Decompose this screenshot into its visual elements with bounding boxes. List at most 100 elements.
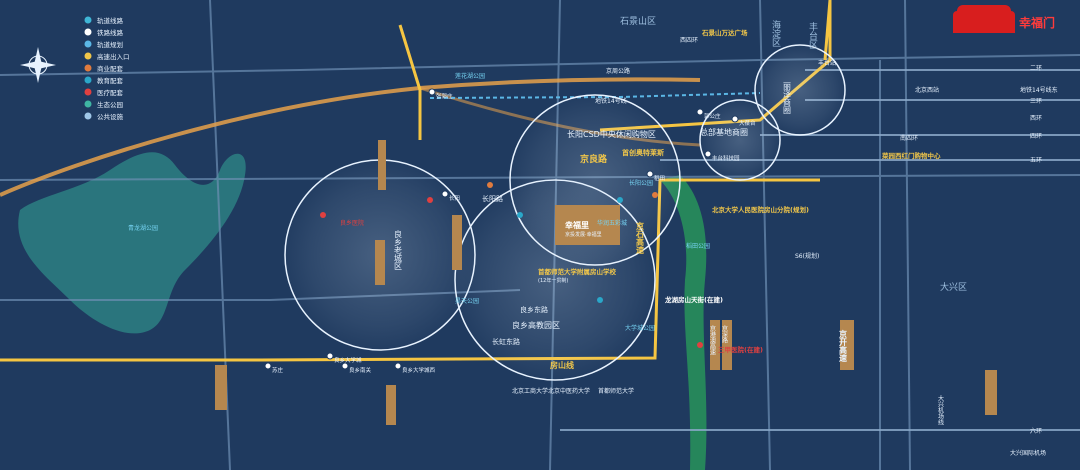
labels-layer: 石景山区海淀区丰台区大兴区长阳CSD中央休闲购物区总部基地商圈良乡老城区良乡高教… [128,16,1058,457]
compass-icon [20,47,56,83]
zone-higher-edu: 良乡高教园区 [512,320,560,330]
poi-daxing-airport: 大兴国际机场 [1010,449,1046,457]
poi-cnu: 首都师范大学 [598,387,634,395]
station-icon [646,170,654,178]
road-ring5: 五环 [1030,157,1042,164]
legend-swatch-icon [84,88,92,96]
poi-btbu: 北京工商大学 [512,387,548,395]
road-ring6: 六环 [1030,427,1042,435]
poi-project-xingfuli: 幸福里 [565,220,589,230]
poi-grade-a-hospital: 三甲医院(在建) [718,345,763,354]
legend-swatch-icon [84,112,92,120]
road-jinggangao: 京港澳高速 [709,324,716,356]
legend-label: 商业配套 [97,64,124,73]
district-fengtai: 丰台区 [807,21,818,49]
poi-shopping-center: 菜园西红门购物中心 [881,151,941,160]
poi-changyang-park: 长阳公园 [629,179,653,187]
poi-marker-icon [617,197,623,203]
poi-fengtai-station: 丰台站 [818,59,836,67]
road-jingzhou: 京周公路 [606,67,630,75]
zone-lize: 丽泽商圈 [783,82,792,114]
district-haidian: 海淀区 [770,19,781,47]
road-fangshan-line: 房山线 [550,360,574,370]
road-jingshen: 京深路 [721,324,728,344]
green-corridor [660,175,707,470]
road-south4: 南四环 [900,134,918,142]
legend-label: 医疗配套 [97,88,124,97]
station-label: 张郭庄 [436,92,453,100]
road-ring4: 四环 [1030,133,1042,140]
legend-label: 轨道规划 [97,40,123,49]
road-west4: 西四环 [680,37,698,44]
legend-label: 生态公园 [97,100,123,109]
station-label: 苏庄 [272,366,284,374]
poi-daotian-park: 稻田公园 [686,242,710,250]
station-icon [341,362,349,370]
road-liangxiang-east: 良乡东路 [520,305,548,314]
rail-line [0,77,701,197]
station-icon [264,362,272,370]
poi-lianhua-lake: 莲花湖公园 [455,72,485,80]
station-icon [326,352,334,360]
poi-marker-icon [697,342,703,348]
road-s6: S6(规划) [795,252,819,260]
station-label: 郭公庄 [704,112,721,120]
road-jingkai: 京开高速 [839,329,848,363]
road-ring2: 二环 [1030,65,1042,72]
legend-swatch-icon [84,16,92,24]
poi-outlets: 首创奥特莱斯 [622,148,664,157]
road-metro14: 地铁14号线 [595,97,627,105]
poi-qinglong-lake: 青龙湖公园 [128,224,158,232]
legend-label: 高速出入口 [97,52,130,61]
station-label: 丰台科技园 [712,154,740,162]
poi-wanda: 石景山万达广场 [701,28,748,37]
zone-liangxiang-old: 良乡老城区 [394,229,403,270]
station-icon [441,190,449,198]
road-daxing-airport: 大兴机场线 [937,394,944,425]
station-icon [428,88,436,96]
poi-project-xingfuli-sub: 京投发展·幸福里 [565,231,602,238]
poi-pku-hospital: 北京大学人民医院房山分院(规划) [712,205,809,214]
lake-area [18,152,246,334]
vertical-ribbons [215,140,997,425]
legend-swatch-icon [84,64,92,72]
station-label: 良乡南关 [349,366,372,374]
poi-marker-icon [652,192,658,198]
legend-swatch-icon [84,76,92,84]
project-box [555,205,620,245]
station-label: 长阳 [449,194,460,202]
poi-marker-icon [487,182,493,188]
road-jingshi: 京石高速 [636,221,645,255]
poi-liangxiang-hospital: 良乡医院 [340,219,364,227]
station-icon [731,115,739,123]
road-jingliang: 京良路 [580,153,608,165]
district-daxing: 大兴区 [940,281,967,293]
poi-huarun: 华润五彩城 [597,219,627,227]
station-label: 良乡大学城西 [402,366,436,374]
district-shijingshan: 石景山区 [620,16,656,27]
poi-longfor-mall: 龙湖房山天街(在建) [664,295,723,304]
legend-label: 铁路线路 [97,28,124,37]
poi-capital-normal-school-sub: (12年一贯制) [538,277,568,284]
road-west-ring: 西环 [1030,115,1042,122]
station-icon [696,108,704,116]
legend-swatch-icon [84,40,92,48]
legend-swatch-icon [84,100,92,108]
poi-haotian-park: 昊天公园 [455,298,479,305]
road-changyang: 长阳路 [482,194,503,203]
brand-logo-text: 幸福门 [1019,15,1056,30]
road-changhong-east: 长虹东路 [492,337,520,346]
station-label: 稻田 [654,174,665,182]
metro-line [429,92,761,99]
legend-swatch-icon [84,28,92,36]
poi-university-park: 大学城公园 [625,324,655,332]
poi-marker-icon [427,197,433,203]
road-metro14-east: 地铁14号线东 [1020,86,1058,94]
legend-label: 教育配套 [97,76,124,85]
poi-bucm: 北京中医药大学 [548,387,590,395]
station-label: 大葆台 [739,119,756,127]
poi-marker-icon [320,212,326,218]
poi-marker-icon [597,297,603,303]
